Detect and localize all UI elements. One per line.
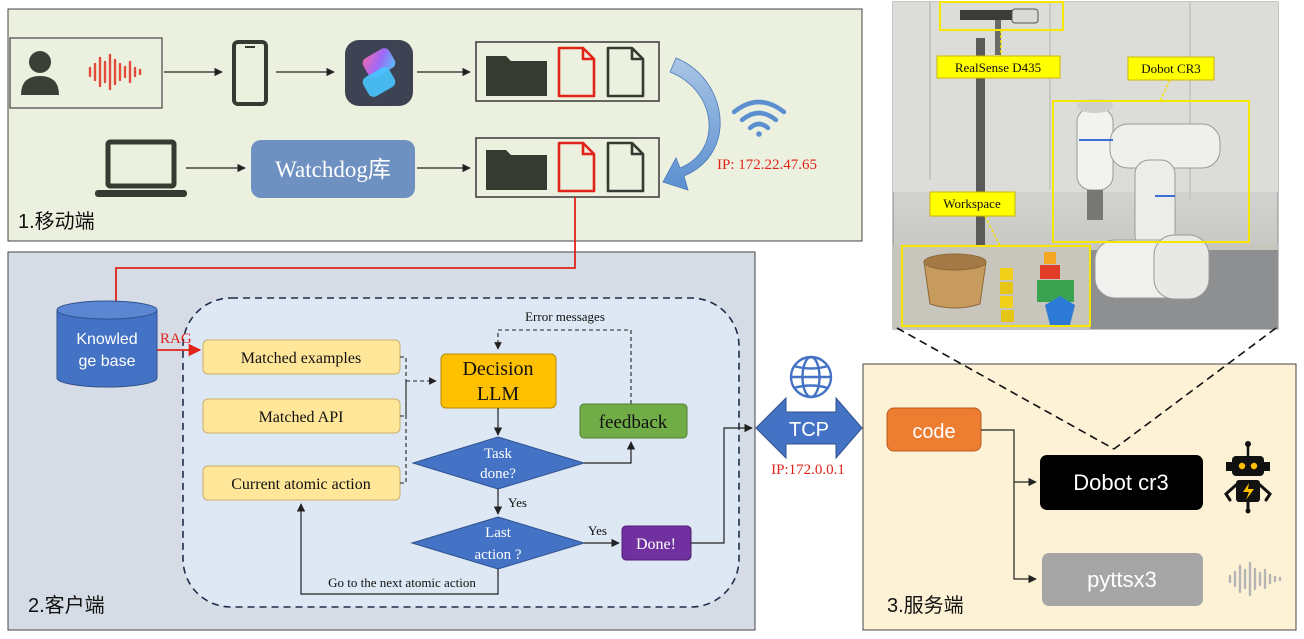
last-action-label-line2: action ?	[474, 547, 521, 563]
feedback-box	[579, 403, 688, 439]
current-atomic-action-label: Current atomic action	[231, 476, 371, 493]
decision-llm-label-line2: LLM	[477, 383, 519, 405]
error-messages-connector	[494, 329, 632, 404]
mobile-panel-label: 1.移动端	[18, 210, 95, 233]
sync-curved-arrow	[662, 57, 721, 191]
dobot-cr3-label: Dobot cr3	[1073, 470, 1168, 495]
server-panel-label: 3.服务端	[887, 594, 964, 617]
phone-icon	[232, 40, 268, 106]
photo-callout-lines	[896, 327, 1277, 450]
workspace-label-box	[929, 191, 1016, 217]
globe-icon	[789, 355, 833, 399]
watchdog-label: Watchdog库	[275, 157, 391, 182]
folder-icon	[486, 56, 547, 96]
knowledge-base-label-line2: ge base	[79, 353, 136, 370]
wifi-icon	[731, 99, 787, 137]
next-action-connector	[296, 503, 499, 595]
code-label: code	[912, 421, 955, 443]
user-icon	[21, 51, 59, 95]
knowledge-base-cylinder: Knowled ge base	[56, 300, 158, 388]
voice-wave-icon	[88, 53, 142, 91]
audio-wave-icon	[1228, 561, 1282, 597]
voice-input-box	[9, 37, 163, 109]
folder-icon	[486, 150, 547, 190]
workspace-label: Workspace	[943, 196, 1001, 211]
mobile-panel: 1.移动端	[7, 8, 863, 242]
client-panel-label: 2.客户端	[28, 594, 105, 617]
files-box-bottom	[475, 137, 660, 198]
task-done-label-line2: done?	[480, 466, 516, 482]
rag-label: RAG	[160, 331, 192, 347]
matched-api-label: Matched API	[259, 409, 344, 426]
last-action-label-line1: Last	[485, 525, 512, 541]
pyttsx3-box	[1042, 553, 1203, 606]
context-dashed-connectors	[400, 356, 437, 484]
files-box-top	[475, 41, 660, 102]
rag-source-line	[115, 197, 576, 303]
task-done-label-line1: Task	[484, 446, 513, 462]
client-panel: 2.客户端 Knowled ge base RAG Matched exampl…	[7, 197, 756, 631]
doc-file-icon	[606, 141, 645, 193]
dobot-cr3-box	[1040, 455, 1203, 510]
dobot-bbox	[1052, 100, 1250, 243]
done-label: Done!	[636, 536, 676, 553]
task-done-yes-label: Yes	[508, 495, 527, 510]
pdf-file-icon	[557, 46, 596, 98]
dobot-label-box	[1127, 56, 1215, 81]
shortcuts-app-icon	[345, 40, 413, 106]
server-panel: 3.服务端 code Dobot cr3 pyttsx3	[862, 363, 1297, 631]
matched-examples-label: Matched examples	[241, 350, 361, 367]
decision-llm-label-line1: Decision	[462, 358, 533, 380]
knowledge-base-label-line1: Knowled	[76, 331, 137, 348]
robot-setup-photo: RealSense D435 Dobot CR3 Workspace	[892, 1, 1279, 330]
feedback-label: feedback	[599, 412, 668, 433]
last-action-yes-label: Yes	[588, 523, 607, 538]
realsense-label: RealSense D435	[955, 60, 1041, 75]
doc-file-icon	[606, 46, 645, 98]
watchdog-box	[251, 140, 415, 198]
next-action-label: Go to the next atomic action	[328, 575, 476, 590]
error-messages-label: Error messages	[525, 309, 605, 324]
realsense-label-box	[936, 55, 1061, 79]
pdf-file-icon	[557, 141, 596, 193]
robot-icon	[1224, 441, 1272, 514]
pyttsx3-label: pyttsx3	[1087, 567, 1157, 592]
mobile-ip-label: IP: 172.22.47.65	[717, 157, 817, 173]
laptop-icon	[95, 139, 187, 197]
dobot-photo-label: Dobot CR3	[1141, 61, 1201, 76]
tcp-link: TCP IP:172.0.0.1	[755, 355, 883, 478]
workspace-bbox	[901, 245, 1091, 327]
tcp-label: TCP	[789, 419, 829, 441]
tcp-ip-label: IP:172.0.0.1	[771, 462, 845, 478]
